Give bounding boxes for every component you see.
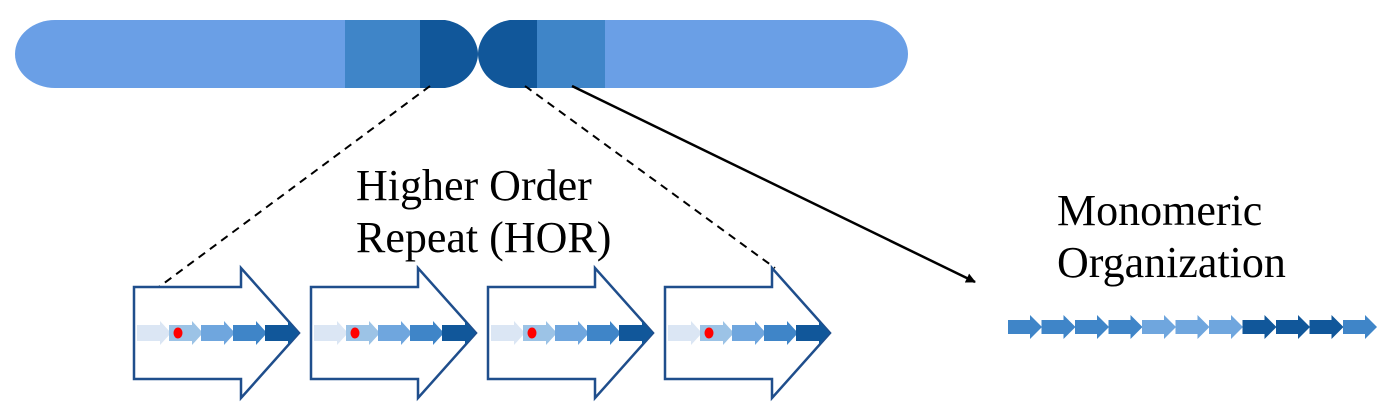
monomer-arrow — [314, 321, 348, 345]
monomeric-label-line2: Organization — [1057, 238, 1286, 287]
monomer-arrow — [137, 321, 171, 345]
monomeric-label-line1: Monomeric — [1057, 186, 1263, 235]
monomer-arrow — [619, 321, 653, 345]
monomer-arrow — [1209, 315, 1243, 339]
monomer-arrow — [169, 321, 203, 345]
monomer-arrow — [233, 321, 267, 345]
chromosome-right-arm — [605, 20, 908, 88]
monomer-arrow — [491, 321, 525, 345]
chromosome — [15, 20, 908, 88]
monomer-arrow — [1008, 315, 1042, 339]
hor-unit — [486, 264, 655, 402]
hor-label-line1: Higher Order — [356, 161, 592, 210]
chromosome-left-centromere — [420, 20, 478, 88]
hor-label: Higher Order Repeat (HOR) — [356, 160, 611, 264]
monomeric-array — [1008, 315, 1377, 339]
hor-unit — [309, 264, 478, 402]
monomer-arrow — [1041, 315, 1076, 339]
monomer-arrow — [764, 321, 798, 345]
variant-marker-dot — [173, 327, 183, 339]
monomer-arrow — [796, 321, 830, 345]
monomer-arrow — [410, 321, 444, 345]
monomer-arrow — [378, 321, 412, 345]
monomer-arrow — [555, 321, 589, 345]
monomer-arrow — [1242, 315, 1277, 339]
monomer-arrow — [587, 321, 621, 345]
hor-unit — [663, 264, 832, 402]
hor-label-line2: Repeat (HOR) — [356, 213, 612, 262]
monomer-arrow — [1175, 315, 1210, 339]
monomer-arrow — [1142, 315, 1176, 339]
hor-unit — [132, 264, 301, 402]
monomeric-label: Monomeric Organization — [1057, 185, 1286, 289]
monomer-arrow — [1276, 315, 1310, 339]
monomer-arrow — [732, 321, 766, 345]
hor-array — [132, 264, 832, 402]
monomer-arrow — [265, 321, 299, 345]
chromosome-left-pericentromere — [345, 20, 420, 88]
zoom-line-right — [524, 85, 776, 269]
chromosome-right-pericentromere — [537, 20, 605, 88]
chromosome-right-centromere — [478, 20, 537, 88]
monomer-arrow — [523, 321, 557, 345]
monomer-arrow — [700, 321, 734, 345]
monomer-arrow — [1108, 315, 1143, 339]
variant-marker-dot — [704, 327, 714, 339]
monomer-arrow — [1343, 315, 1377, 339]
monomer-arrow — [346, 321, 380, 345]
monomer-arrow — [1309, 315, 1344, 339]
monomer-arrow — [668, 321, 702, 345]
chromosome-left-arm — [15, 20, 345, 88]
monomer-arrow — [1075, 315, 1109, 339]
monomer-arrow — [442, 321, 476, 345]
monomer-arrow — [201, 321, 235, 345]
zoom-line-left — [139, 85, 431, 302]
variant-marker-dot — [350, 327, 360, 339]
monomeric-pointer-arrow — [571, 84, 976, 284]
variant-marker-dot — [527, 327, 537, 339]
